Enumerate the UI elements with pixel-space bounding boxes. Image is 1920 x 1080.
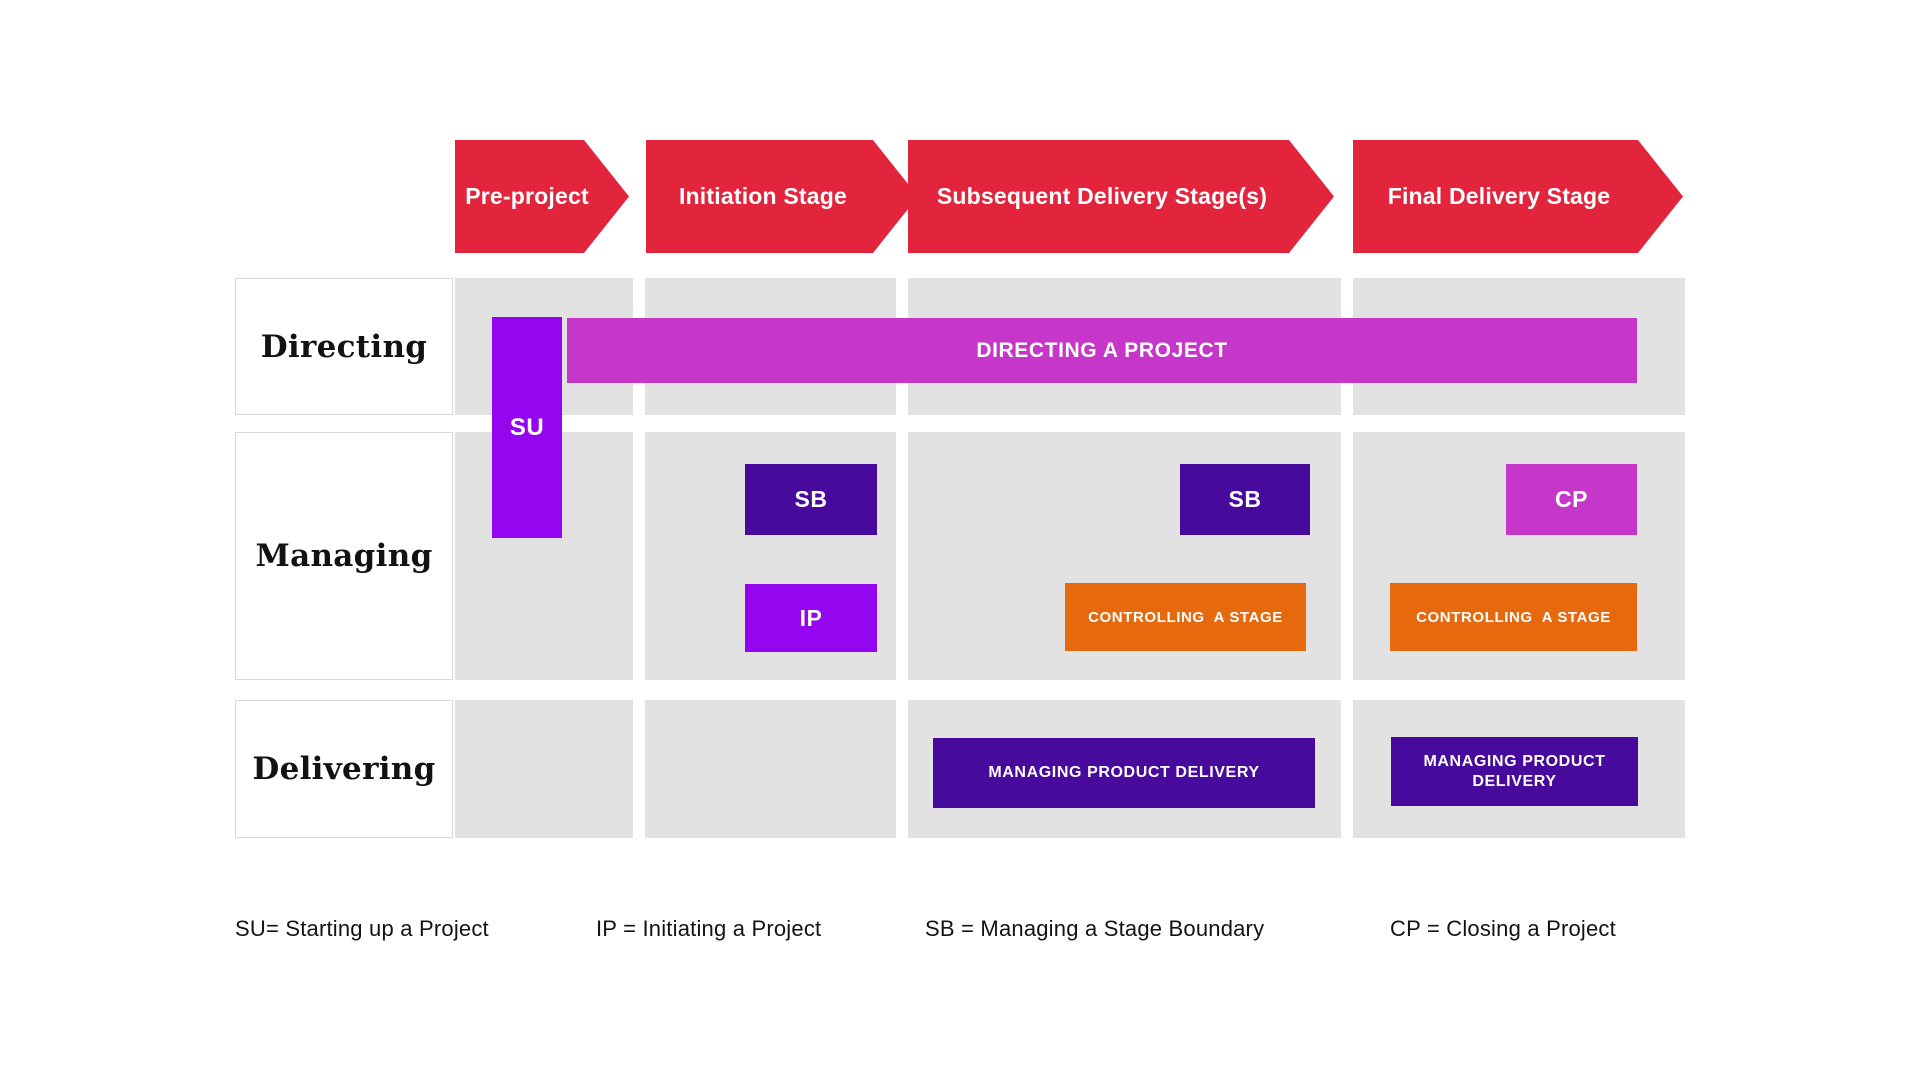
process-label: SB xyxy=(794,486,828,512)
row-label-text: Delivering xyxy=(252,751,436,787)
legend-cp: CP = Closing a Project xyxy=(1390,916,1616,941)
process-box-managing-product-delivery-final: MANAGING PRODUCT DELIVERY xyxy=(1391,737,1638,806)
process-box-starting-up-a-project: SU xyxy=(492,317,562,538)
process-box-stage-boundary-subsequent: SB xyxy=(1180,464,1310,535)
stage-arrow-label: Initiation Stage xyxy=(678,183,848,209)
process-label: DIRECTING A PROJECT xyxy=(976,338,1228,362)
process-label: SB xyxy=(1228,486,1262,512)
row-label-text: Managing xyxy=(255,538,433,574)
row-label-delivering: Delivering xyxy=(235,700,453,838)
legend-su: SU= Starting up a Project xyxy=(235,916,489,941)
process-box-controlling-a-stage-subsequent: CONTROLLING A STAGE xyxy=(1065,583,1306,651)
grid-cell xyxy=(645,700,896,838)
process-box-controlling-a-stage-final: CONTROLLING A STAGE xyxy=(1390,583,1637,651)
process-label: MANAGING PRODUCT DELIVERY xyxy=(988,764,1260,781)
stage-arrow-initiation: Initiation Stage xyxy=(646,140,918,253)
legend-ip: IP = Initiating a Project xyxy=(596,916,822,941)
process-box-stage-boundary-initiation: SB xyxy=(745,464,877,535)
process-label: IP xyxy=(799,604,823,631)
process-label: CP xyxy=(1555,486,1588,512)
process-label: CONTROLLING A STAGE xyxy=(1088,608,1283,626)
stage-arrow-final-delivery: Final Delivery Stage xyxy=(1353,140,1683,253)
stage-arrow-label: Final Delivery Stage xyxy=(1387,183,1611,209)
row-label-managing: Managing xyxy=(235,432,453,680)
process-box-managing-product-delivery-subsequent: MANAGING PRODUCT DELIVERY xyxy=(933,738,1315,808)
process-label: CONTROLLING A STAGE xyxy=(1416,608,1611,626)
grid-cell xyxy=(455,700,633,838)
stage-arrow-subsequent-delivery: Subsequent Delivery Stage(s) xyxy=(908,140,1334,253)
process-label: MANAGING PRODUCT DELIVERY xyxy=(1423,752,1611,790)
process-label: SU xyxy=(509,413,545,441)
row-label-directing: Directing xyxy=(235,278,453,415)
stage-arrow-label: Pre-project xyxy=(465,183,589,209)
legend-sb: SB = Managing a Stage Boundary xyxy=(925,916,1265,941)
stage-arrow-pre-project: Pre-project xyxy=(455,140,629,253)
row-label-text: Directing xyxy=(260,328,428,365)
stage-arrow-label: Subsequent Delivery Stage(s) xyxy=(936,183,1268,209)
process-box-closing-a-project: CP xyxy=(1506,464,1637,535)
process-box-initiating-a-project: IP xyxy=(745,584,877,652)
process-bar-directing-a-project: DIRECTING A PROJECT xyxy=(567,318,1637,383)
